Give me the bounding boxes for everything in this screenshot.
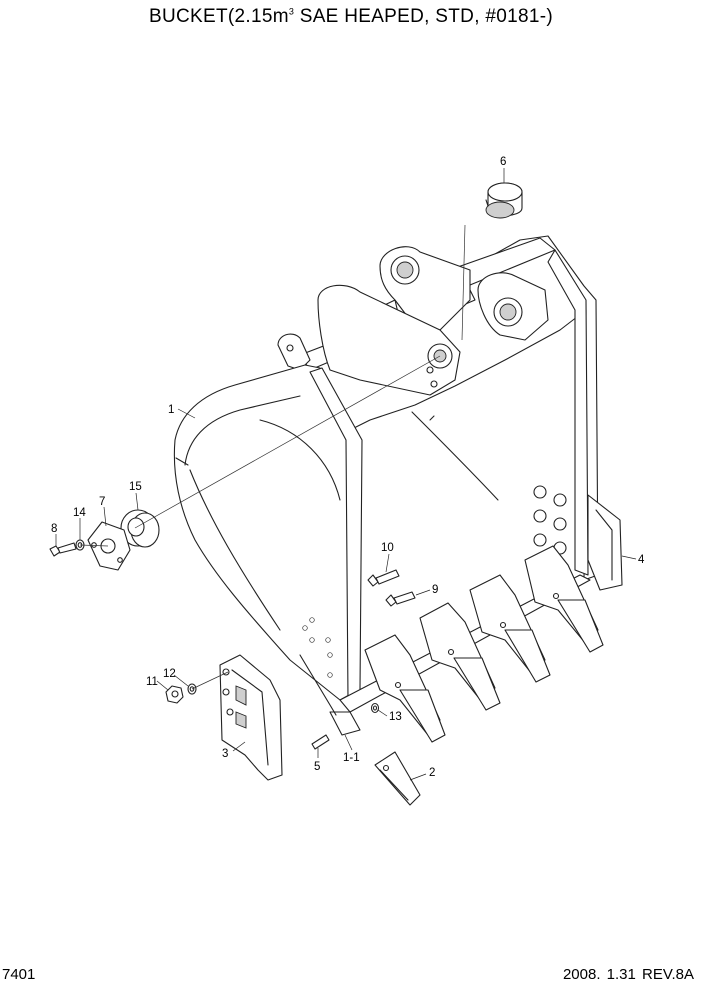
title-rest: SAE HEAPED, STD, #0181-) bbox=[294, 6, 553, 27]
bolt-part-8 bbox=[49, 542, 77, 557]
page-code: 7401 bbox=[2, 966, 36, 983]
callout-1: 1 bbox=[168, 404, 174, 416]
callout-11: 11 bbox=[146, 676, 158, 688]
callout-8: 8 bbox=[51, 523, 57, 535]
callout-4: 4 bbox=[638, 554, 645, 566]
bolt-part-9 bbox=[385, 591, 416, 607]
bucket-body bbox=[277, 235, 599, 581]
callout-14: 14 bbox=[73, 507, 86, 519]
callout-12: 12 bbox=[163, 668, 176, 680]
callout-7: 7 bbox=[99, 496, 105, 508]
plate-part-7 bbox=[87, 521, 131, 571]
title-superscript: 3 bbox=[288, 6, 295, 17]
callout-15: 15 bbox=[129, 481, 142, 493]
assembly-center-lines bbox=[79, 224, 466, 690]
nut-part-11 bbox=[165, 685, 184, 704]
bushing-part-6 bbox=[485, 182, 523, 219]
callout-6: 6 bbox=[500, 156, 506, 168]
callout-9: 9 bbox=[432, 584, 438, 596]
title-main: BUCKET(2.15m bbox=[149, 6, 289, 27]
side-cutter-left bbox=[219, 654, 283, 781]
bolt-part-10 bbox=[367, 569, 400, 587]
callout-2: 2 bbox=[429, 767, 435, 779]
ring-part-15 bbox=[120, 509, 160, 548]
callout-1-1: 1-1 bbox=[343, 752, 360, 764]
side-cutter-right bbox=[587, 494, 623, 591]
washer-part-13 bbox=[370, 702, 380, 714]
callout-13: 13 bbox=[389, 711, 402, 723]
leader-lines bbox=[55, 168, 637, 781]
bucket-teeth bbox=[364, 545, 604, 806]
revision-date: 2008. 1.31 REV.8A bbox=[562, 966, 694, 983]
callout-10: 10 bbox=[381, 542, 394, 554]
pin-part-5 bbox=[311, 734, 330, 750]
callout-3: 3 bbox=[222, 748, 228, 760]
callout-labels: 1 6 15 7 14 8 10 9 4 11 12 13 3 5 1-1 2 bbox=[51, 156, 645, 779]
page-title: BUCKET(2.15m3 SAE HEAPED, STD, #0181-) bbox=[0, 6, 702, 28]
callout-5: 5 bbox=[314, 761, 320, 773]
